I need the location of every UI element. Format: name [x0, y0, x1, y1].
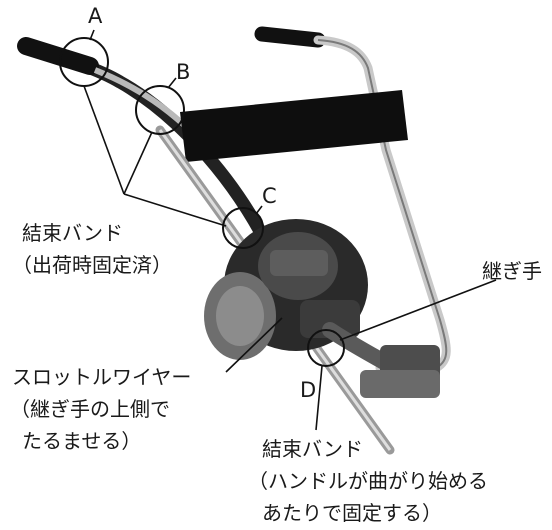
label-throttle-line2: （継ぎ手の上側で [10, 397, 170, 421]
label-throttle-line1: スロットルワイヤー [12, 365, 192, 389]
label-band-factory-line2: （出荷時固定済） [12, 253, 172, 277]
label-band-user-line3: あたりで固定する） [262, 501, 442, 525]
label-band-factory-line1: 結束バンド [22, 221, 123, 245]
callout-label-c: C [262, 184, 277, 208]
leader-lines [83, 29, 497, 431]
callout-circle-c [222, 207, 264, 249]
engine [204, 219, 368, 360]
label-throttle-line3: たるませる） [22, 429, 142, 453]
label-band-user-line1: 結束バンド [262, 437, 363, 461]
label-joint: 継ぎ手 [482, 259, 542, 283]
callout-label-b: B [176, 60, 191, 84]
black-strap [180, 90, 408, 162]
label-band-user-line2: （ハンドルが曲がり始める [248, 469, 488, 493]
callout-circle-b [135, 85, 185, 135]
callout-circle-d [307, 329, 345, 367]
callout-label-a: A [88, 4, 103, 28]
callout-label-d: D [300, 378, 317, 402]
